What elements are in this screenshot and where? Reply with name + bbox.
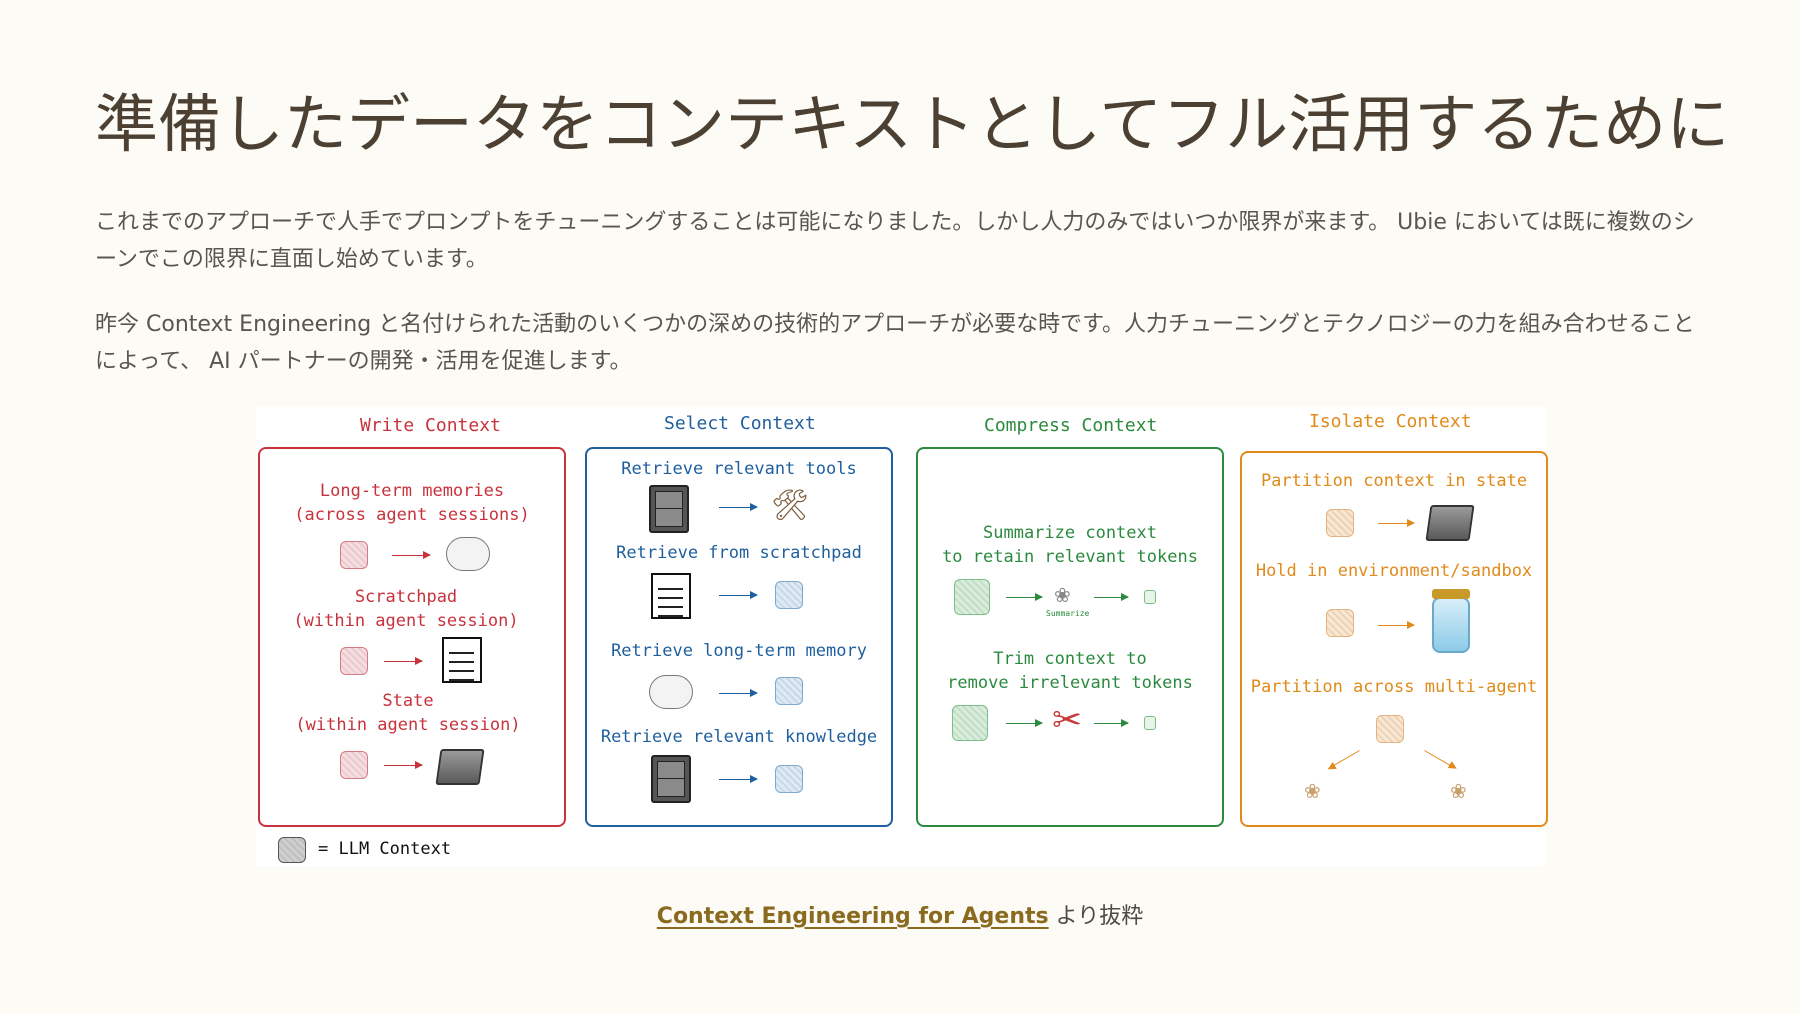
brain-icon: ❀ bbox=[1054, 583, 1071, 607]
isolate-multi-agent-label: Partition across multi-agent bbox=[1250, 677, 1538, 697]
hammer-wrench-icon: 🛠 bbox=[771, 488, 810, 523]
llm-context-square bbox=[340, 541, 368, 569]
write-context-panel: Long-term memories (across agent session… bbox=[258, 447, 566, 827]
arrow bbox=[392, 551, 431, 559]
legend-label: = LLM Context bbox=[318, 839, 452, 859]
llm-context-square bbox=[775, 581, 803, 609]
thought-cloud-icon bbox=[649, 675, 693, 709]
write-state-label: State (within agent session) bbox=[295, 691, 521, 735]
llm-context-square bbox=[340, 647, 368, 675]
compress-context-title: Compress Context bbox=[984, 415, 1158, 436]
source-link[interactable]: Context Engineering for Agents bbox=[656, 904, 1049, 929]
llm-context-square bbox=[1326, 609, 1354, 637]
folder-icon bbox=[1425, 505, 1475, 541]
thought-cloud-icon bbox=[446, 537, 490, 571]
write-scratchpad-label: Scratchpad (within agent session) bbox=[293, 587, 519, 631]
llm-context-square bbox=[1326, 509, 1354, 537]
compress-summarize-label: Summarize context to retain relevant tok… bbox=[942, 523, 1198, 567]
figure-caption: Context Engineering for Agents より抜粋 bbox=[0, 898, 1800, 930]
arrow bbox=[384, 761, 423, 769]
brain-icon: ❀ bbox=[1450, 779, 1467, 803]
notepad-pencil-icon bbox=[442, 637, 482, 683]
compress-trim-label: Trim context to remove irrelevant tokens bbox=[947, 649, 1193, 693]
file-cabinet-icon bbox=[651, 755, 691, 803]
compress-context-panel: Summarize context to retain relevant tok… bbox=[916, 447, 1224, 827]
arrow bbox=[719, 503, 758, 511]
file-cabinet-icon bbox=[649, 485, 689, 533]
llm-context-square bbox=[1376, 715, 1404, 743]
select-tools-label: Retrieve relevant tools bbox=[621, 459, 857, 479]
arrow bbox=[719, 689, 758, 697]
arrow bbox=[1378, 621, 1415, 629]
write-long-term-label: Long-term memories (across agent session… bbox=[294, 481, 530, 525]
llm-context-square bbox=[952, 705, 988, 741]
arrow bbox=[1094, 719, 1129, 727]
folder-icon bbox=[435, 749, 485, 785]
llm-context-square bbox=[775, 677, 803, 705]
arrow bbox=[1006, 719, 1043, 727]
arrow bbox=[1006, 593, 1043, 601]
isolate-environment-label: Hold in environment/sandbox bbox=[1255, 561, 1533, 581]
select-scratchpad-label: Retrieve from scratchpad bbox=[616, 543, 862, 563]
isolate-state-label: Partition context in state bbox=[1260, 471, 1528, 491]
context-engineering-paragraph: 昨今 Context Engineering と名付けられた活動のいくつかの深め… bbox=[95, 312, 1695, 374]
arrow bbox=[1094, 593, 1129, 601]
arrow bbox=[719, 591, 758, 599]
llm-context-square bbox=[954, 579, 990, 615]
select-knowledge-label: Retrieve relevant knowledge bbox=[600, 727, 878, 747]
scissors-icon: ✂ bbox=[1052, 700, 1083, 741]
select-context-panel: Retrieve relevant tools 🛠 Retrieve from … bbox=[585, 447, 893, 827]
arrow bbox=[719, 775, 758, 783]
llm-context-square bbox=[1144, 716, 1156, 730]
isolate-context-title: Isolate Context bbox=[1309, 411, 1472, 432]
caption-suffix: より抜粋 bbox=[1048, 904, 1144, 929]
jar-icon bbox=[1432, 589, 1470, 653]
arrow bbox=[1424, 750, 1456, 769]
legend-llm-context-square bbox=[278, 837, 306, 863]
summarize-tag: Summarize bbox=[1046, 609, 1090, 618]
llm-context-square bbox=[340, 751, 368, 779]
brain-icon: ❀ bbox=[1304, 779, 1321, 803]
arrow bbox=[384, 657, 423, 665]
llm-context-square bbox=[1144, 590, 1156, 604]
select-context-title: Select Context bbox=[664, 413, 816, 434]
write-context-title: Write Context bbox=[360, 415, 501, 436]
intro-paragraph: これまでのアプローチで人手でプロンプトをチューニングすることは可能になりました。… bbox=[95, 210, 1695, 272]
llm-context-square bbox=[775, 765, 803, 793]
select-long-term-label: Retrieve long-term memory bbox=[611, 641, 867, 661]
notepad-pencil-icon bbox=[651, 573, 691, 619]
isolate-context-panel: Partition context in state Hold in envir… bbox=[1240, 451, 1548, 827]
page-title: 準備したデータをコンテキストとしてフル活用するために bbox=[95, 88, 1730, 161]
arrow bbox=[1328, 750, 1360, 769]
arrow bbox=[1378, 519, 1415, 527]
context-engineering-figure: Write Context Long-term memories (across… bbox=[256, 407, 1548, 867]
